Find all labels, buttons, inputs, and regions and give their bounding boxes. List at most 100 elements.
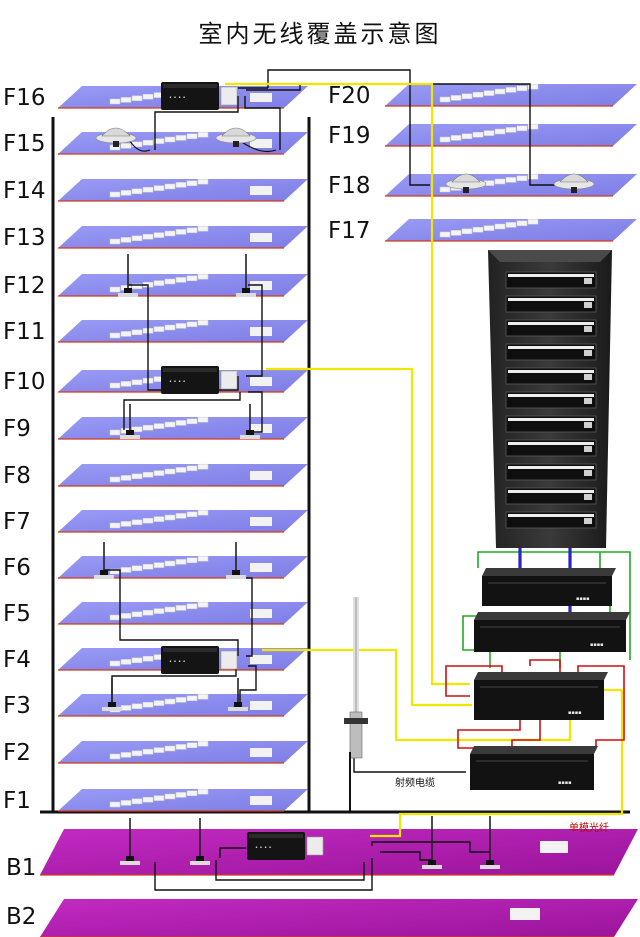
staircase bbox=[109, 788, 209, 808]
optical-fiber bbox=[262, 648, 572, 742]
remote-unit-b1: • • • • bbox=[247, 832, 324, 860]
svg-text:▪▪▪▪: ▪▪▪▪ bbox=[590, 642, 604, 648]
floor-label: F20 bbox=[328, 83, 371, 109]
outdoor-antenna bbox=[344, 597, 368, 759]
whip-antenna bbox=[120, 818, 140, 865]
staircase bbox=[109, 601, 209, 621]
coax-cable bbox=[371, 841, 490, 853]
rack-link-red bbox=[529, 659, 561, 676]
server-rack bbox=[488, 250, 612, 548]
optical-fiber bbox=[266, 367, 472, 707]
floor-label: F5 bbox=[3, 601, 31, 627]
basement-plate-b2 bbox=[40, 899, 638, 937]
floor-label: F12 bbox=[3, 273, 46, 299]
ceiling-antenna bbox=[445, 173, 487, 193]
whip-antenna bbox=[228, 678, 248, 711]
rf-cable-label: 射频电缆 bbox=[395, 776, 435, 789]
whip-antenna bbox=[94, 542, 114, 579]
whip-antenna bbox=[422, 816, 442, 869]
ceiling-antenna bbox=[95, 127, 137, 147]
optical-fiber bbox=[370, 688, 624, 838]
svg-text:▪▪▪▪: ▪▪▪▪ bbox=[568, 710, 582, 716]
floor-label: F19 bbox=[328, 123, 371, 149]
coax-cable bbox=[154, 96, 239, 150]
floor-label: F2 bbox=[3, 740, 31, 766]
staircase bbox=[439, 218, 539, 238]
whip-antenna bbox=[240, 404, 260, 439]
optical-master-unit: ▪▪▪▪ bbox=[474, 672, 608, 720]
svg-text:• • • •: • • • • bbox=[169, 379, 186, 385]
ceiling-antenna bbox=[553, 173, 595, 193]
staircase bbox=[439, 123, 539, 143]
rack-link-red bbox=[445, 665, 503, 697]
coax-cable bbox=[215, 860, 365, 881]
staircase bbox=[109, 509, 209, 529]
floor-label: F1 bbox=[3, 788, 31, 814]
coax-cable bbox=[128, 284, 239, 391]
floor-label: F18 bbox=[328, 173, 371, 199]
staircase bbox=[109, 225, 209, 245]
staircase bbox=[439, 83, 539, 103]
whip-antenna bbox=[226, 542, 246, 579]
floor-plate-left bbox=[58, 789, 308, 812]
floor-plate-left bbox=[58, 510, 308, 533]
basement-label: B1 bbox=[6, 855, 36, 881]
coax-cable bbox=[239, 665, 257, 704]
coax-cable bbox=[267, 69, 430, 186]
svg-text:• • • •: • • • • bbox=[169, 659, 186, 665]
staircase bbox=[109, 740, 209, 760]
floor-label: F14 bbox=[3, 178, 46, 204]
combiner-unit: ▪▪▪▪ bbox=[482, 568, 616, 606]
floor-plate-left bbox=[58, 226, 308, 249]
rf-cable bbox=[353, 740, 466, 773]
floor-label: F8 bbox=[3, 463, 31, 489]
whip-antenna bbox=[102, 678, 122, 711]
staircase bbox=[109, 131, 209, 151]
floor-plate-left bbox=[58, 741, 308, 764]
floor-label: F10 bbox=[3, 369, 46, 395]
floor-label: F6 bbox=[3, 555, 31, 581]
cable-network bbox=[104, 69, 631, 891]
ceiling-antenna bbox=[215, 127, 257, 147]
svg-text:▪▪▪▪: ▪▪▪▪ bbox=[558, 780, 572, 786]
svg-text:▪▪▪▪: ▪▪▪▪ bbox=[576, 596, 590, 602]
floor-label: F13 bbox=[3, 225, 46, 251]
rack-link-red bbox=[511, 720, 541, 748]
single-mode-fiber-label: 单模光纤 bbox=[569, 821, 609, 834]
coax-cable bbox=[246, 284, 263, 377]
remote-unit-f4: • • • • bbox=[161, 646, 238, 674]
floor-plate-left bbox=[58, 464, 308, 487]
svg-text:• • • •: • • • • bbox=[255, 845, 272, 851]
whip-antenna bbox=[480, 816, 500, 869]
svg-text:• • • •: • • • • bbox=[169, 95, 186, 101]
staircase bbox=[109, 463, 209, 483]
rack-link-green bbox=[477, 551, 631, 660]
coax-cable bbox=[219, 847, 246, 858]
coax-cable bbox=[104, 569, 239, 656]
staircase bbox=[109, 555, 209, 575]
floor-label: F3 bbox=[3, 693, 31, 719]
rack-link-red bbox=[577, 665, 625, 748]
whip-antenna bbox=[190, 818, 210, 865]
whip-antenna bbox=[120, 404, 140, 439]
duplexer-unit: ▪▪▪▪ bbox=[470, 746, 598, 790]
floor-plate-left bbox=[58, 179, 308, 202]
floor-label: F9 bbox=[3, 416, 31, 442]
floor-label: F16 bbox=[3, 85, 46, 111]
coax-cable bbox=[123, 392, 241, 430]
whip-antenna bbox=[118, 254, 138, 297]
floor-label: F7 bbox=[3, 509, 31, 535]
coax-cable bbox=[244, 96, 281, 150]
optical-fiber bbox=[225, 82, 470, 686]
coax-cable bbox=[380, 851, 432, 861]
rack-link-red bbox=[457, 720, 521, 749]
building-frame bbox=[40, 117, 630, 814]
floor-labels: F16F15F14F13F12F11F10F9F8F7F6F5F4F3F2F1F… bbox=[3, 83, 371, 930]
equipment-group: • • • • • • • • • • • • • • • • ▪▪▪▪ ▪▪▪▪ ▪▪▪▪… bbox=[94, 82, 630, 869]
floor-label: F11 bbox=[3, 319, 46, 345]
splitter-unit: ▪▪▪▪ bbox=[474, 612, 630, 652]
floor-label: F15 bbox=[3, 131, 46, 157]
diagram-title: 室内无线覆盖示意图 bbox=[198, 20, 442, 48]
